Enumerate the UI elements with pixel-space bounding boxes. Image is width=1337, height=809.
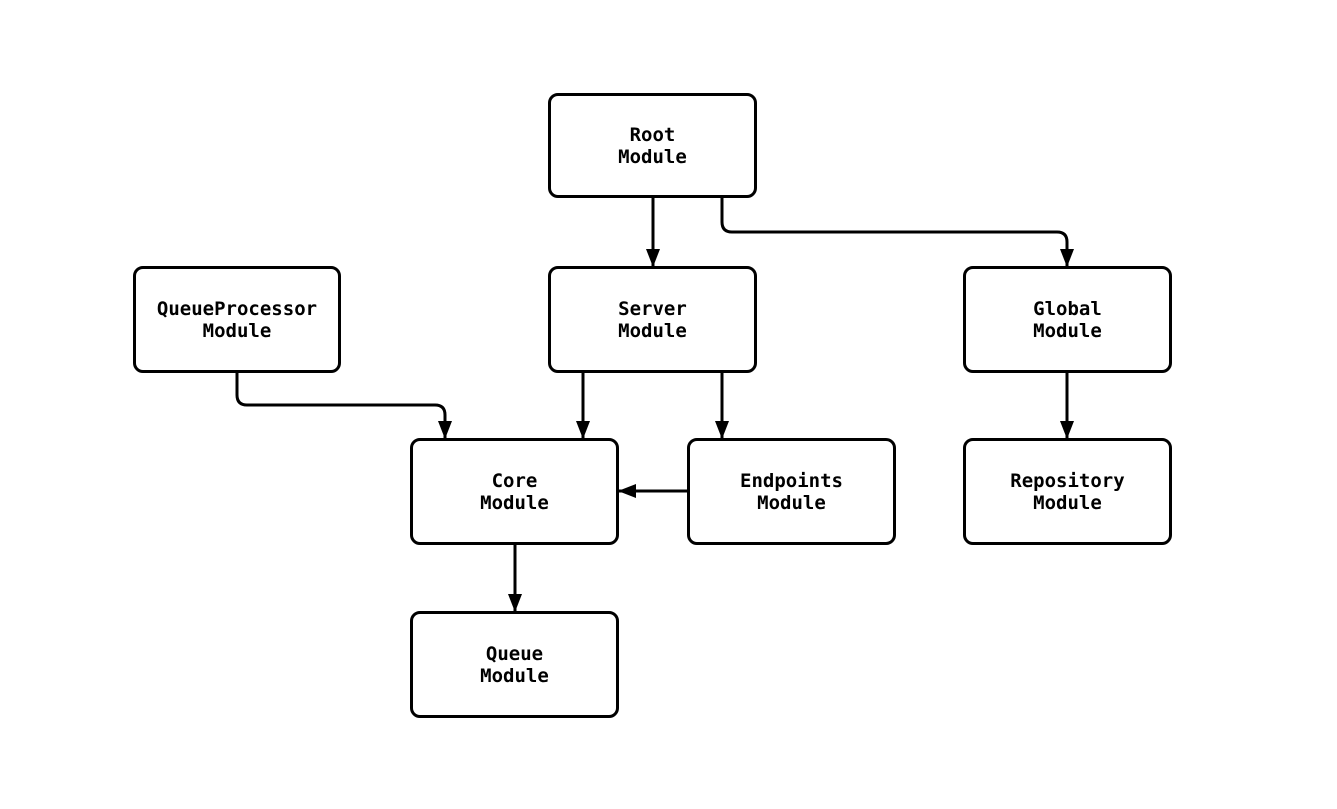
node-label: Module	[480, 491, 549, 514]
node-label: Module	[202, 319, 272, 342]
edge-root-to-global	[720, 198, 1074, 267]
node-label: Module	[1033, 491, 1102, 514]
node-label: Core	[491, 469, 538, 492]
node-label: Module	[618, 145, 687, 168]
node-label: Root	[629, 123, 676, 146]
edges-group	[235, 198, 1074, 612]
node-label: Module	[757, 491, 826, 514]
node-label: QueueProcessor	[156, 297, 318, 320]
node-label: Repository	[1010, 469, 1125, 492]
node-label: Global	[1033, 297, 1102, 320]
node-label: Module	[1033, 319, 1102, 342]
node-label: Module	[618, 319, 687, 342]
node-label: Queue	[485, 642, 544, 665]
edge-queueprocessor-to-core	[235, 373, 452, 439]
node-label: Module	[480, 664, 549, 687]
node-label: Endpoints	[740, 469, 843, 492]
node-label: Server	[618, 297, 687, 320]
